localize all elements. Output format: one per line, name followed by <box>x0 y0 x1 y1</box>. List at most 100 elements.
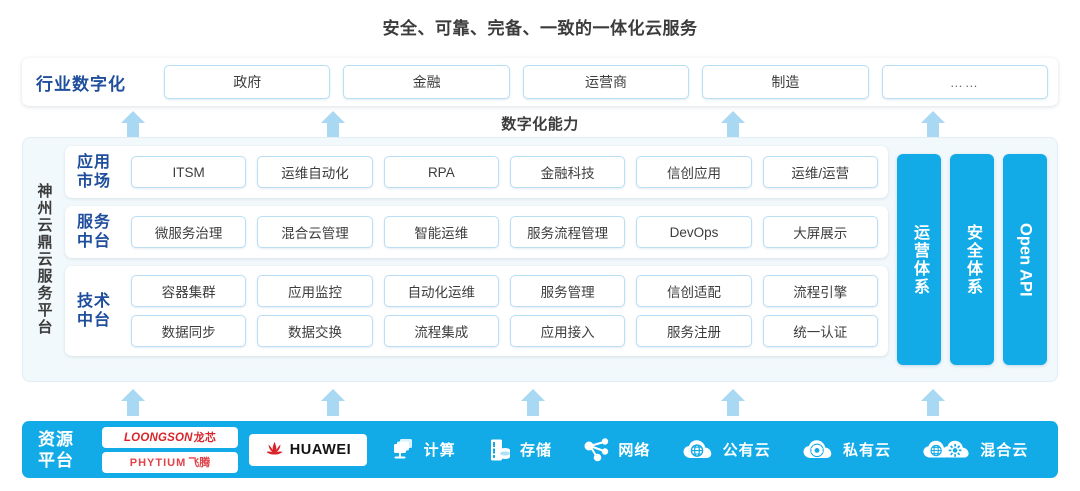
resource-item-label: 网络 <box>618 442 651 459</box>
chip-process-engine[interactable]: 流程引擎 <box>762 275 878 307</box>
resource-item-label: 存储 <box>519 442 552 459</box>
band-rows: 微服务治理 混合云管理 智能运维 服务流程管理 DevOps 大屏展示 <box>131 216 878 248</box>
up-arrow-icon <box>720 388 746 416</box>
page-title: 安全、可靠、完备、一致的一体化云服务 <box>382 19 698 38</box>
pillar-label: Open API <box>1016 222 1035 297</box>
resource-item-private-cloud[interactable]: 私有云 <box>802 438 891 462</box>
phytium-cn: 飞腾 <box>188 457 211 469</box>
resource-items: 计算 存储 <box>375 437 1044 463</box>
storage-icon <box>490 439 510 460</box>
industry-row: 行业数字化 政府 金融 运营商 制造 …… <box>22 58 1058 106</box>
up-arrow-icon <box>920 110 946 138</box>
industry-row-label: 行业数字化 <box>36 74 126 94</box>
network-icon <box>584 437 609 461</box>
industry-chip-finance[interactable]: 金融 <box>343 65 510 99</box>
chip-hybrid-cloud-management[interactable]: 混合云管理 <box>257 216 373 248</box>
band-rows: ITSM 运维自动化 RPA 金融科技 信创应用 运维/运营 <box>131 156 878 188</box>
up-arrow-icon <box>920 388 946 416</box>
band-service-midplatform: 服务 中台 微服务治理 混合云管理 智能运维 服务流程管理 DevOps 大屏展… <box>65 206 888 258</box>
resource-item-label: 混合云 <box>980 442 1029 459</box>
chip-service-management[interactable]: 服务管理 <box>509 275 626 307</box>
chip-service-process-management[interactable]: 服务流程管理 <box>509 216 626 248</box>
resource-item-compute[interactable]: 计算 <box>391 437 456 463</box>
chip-row: 数据同步 数据交换 流程集成 应用接入 服务注册 统一认证 <box>131 315 878 347</box>
chip-xinchuang-app[interactable]: 信创应用 <box>636 156 752 188</box>
industry-chip-government[interactable]: 政府 <box>164 65 331 99</box>
band-application-market: 应用 市场 ITSM 运维自动化 RPA 金融科技 信创应用 运维/运营 <box>65 146 888 198</box>
cloud-service-platform-panel: 神州云鼎云服务平台 应用 市场 ITSM 运维自动化 RPA 金融科技 <box>22 137 1058 382</box>
industry-chip-manufacturing[interactable]: 制造 <box>702 65 869 99</box>
chip-application-monitoring[interactable]: 应用监控 <box>257 275 373 307</box>
private-cloud-icon <box>803 439 832 458</box>
chip-container-cluster[interactable]: 容器集群 <box>131 275 247 307</box>
chip-fintech[interactable]: 金融科技 <box>509 156 626 188</box>
chip-ops-operations[interactable]: 运维/运营 <box>762 156 878 188</box>
up-arrow-icon <box>120 110 146 138</box>
resource-item-label: 公有云 <box>722 442 771 459</box>
resource-item-network[interactable]: 网络 <box>583 437 650 463</box>
chip-automated-ops[interactable]: 自动化运维 <box>383 275 499 307</box>
band-technology-midplatform: 技术 中台 容器集群 应用监控 自动化运维 服务管理 信创适配 流程引擎 <box>65 266 888 356</box>
up-arrow-icon <box>720 110 746 138</box>
pillar-label: 安全体系 <box>964 223 981 296</box>
resource-item-storage[interactable]: 存储 <box>487 437 552 463</box>
chip-intelligent-ops[interactable]: 智能运维 <box>383 216 499 248</box>
platform-vertical-label: 神州云鼎云服务平台 <box>23 138 65 381</box>
pillar-security-system[interactable]: 安全体系 <box>950 154 994 365</box>
phytium-latin: PHYTIUM <box>129 457 187 469</box>
chip-row: 微服务治理 混合云管理 智能运维 服务流程管理 DevOps 大屏展示 <box>131 216 878 248</box>
chip-data-sync[interactable]: 数据同步 <box>131 315 247 347</box>
platform-body: 应用 市场 ITSM 运维自动化 RPA 金融科技 信创应用 运维/运营 <box>65 138 1057 381</box>
chip-ops-automation[interactable]: 运维自动化 <box>257 156 373 188</box>
chip-row: ITSM 运维自动化 RPA 金融科技 信创应用 运维/运营 <box>131 156 878 188</box>
loongson-latin: LOONGSON <box>123 432 193 444</box>
industry-chip-telecom[interactable]: 运营商 <box>522 65 690 99</box>
huawei-wordmark: HUAWEI <box>289 441 352 458</box>
public-cloud-icon <box>683 439 711 458</box>
chip-data-exchange[interactable]: 数据交换 <box>257 315 373 347</box>
up-arrow-icon <box>320 388 346 416</box>
chip-xinchuang-adaptation[interactable]: 信创适配 <box>636 275 752 307</box>
resource-platform-label: 资源 平台 <box>38 429 74 470</box>
loongson-cn: 龙芯 <box>193 432 217 444</box>
capability-title: 数字化能力 <box>501 116 579 133</box>
chip-rpa[interactable]: RPA <box>383 156 499 188</box>
pillar-label: 运营体系 <box>911 223 928 296</box>
industry-items: 政府 金融 运营商 制造 …… <box>164 65 1049 99</box>
resource-item-label: 计算 <box>423 442 456 459</box>
industry-chip-more[interactable]: …… <box>881 65 1049 99</box>
huawei-logo: HUAWEI <box>249 433 367 466</box>
chip-process-integration[interactable]: 流程集成 <box>383 315 499 347</box>
resource-item-label: 私有云 <box>842 442 891 459</box>
band-rows: 容器集群 应用监控 自动化运维 服务管理 信创适配 流程引擎 数据同步 数据交换… <box>131 275 878 347</box>
chip-devops[interactable]: DevOps <box>636 216 752 248</box>
huawei-flower-icon <box>265 441 283 455</box>
chip-application-access[interactable]: 应用接入 <box>509 315 626 347</box>
chip-itsm[interactable]: ITSM <box>131 156 247 188</box>
chip-big-screen-display[interactable]: 大屏展示 <box>762 216 878 248</box>
band-label-service-midplatform: 服务 中台 <box>77 214 112 250</box>
resource-item-hybrid-cloud[interactable]: 混合云 <box>922 438 1028 462</box>
chip-unified-authentication[interactable]: 统一认证 <box>762 315 878 347</box>
chip-service-registration[interactable]: 服务注册 <box>636 315 752 347</box>
up-arrow-icon <box>120 388 146 416</box>
pillar-operations-system[interactable]: 运营体系 <box>897 154 941 365</box>
resource-item-public-cloud[interactable]: 公有云 <box>682 438 771 462</box>
platform-pillars: 运营体系 安全体系 Open API <box>897 146 1047 373</box>
compute-icon <box>393 438 412 458</box>
platform-bands: 应用 市场 ITSM 运维自动化 RPA 金融科技 信创应用 运维/运营 <box>65 146 888 373</box>
band-label-technology-midplatform: 技术 中台 <box>77 293 112 329</box>
chip-microservice-governance[interactable]: 微服务治理 <box>131 216 247 248</box>
chip-row: 容器集群 应用监控 自动化运维 服务管理 信创适配 流程引擎 <box>131 275 878 307</box>
hybrid-cloud-icon <box>922 438 973 462</box>
private-cloud-icon <box>942 440 969 458</box>
platform-vertical-label-text: 神州云鼎云服务平台 <box>35 183 53 336</box>
loongson-logo: LOONGSON龙芯 <box>102 426 238 448</box>
band-label-application-market: 应用 市场 <box>77 154 112 190</box>
pillar-open-api[interactable]: Open API <box>1003 154 1047 365</box>
up-arrow-icon <box>520 388 546 416</box>
